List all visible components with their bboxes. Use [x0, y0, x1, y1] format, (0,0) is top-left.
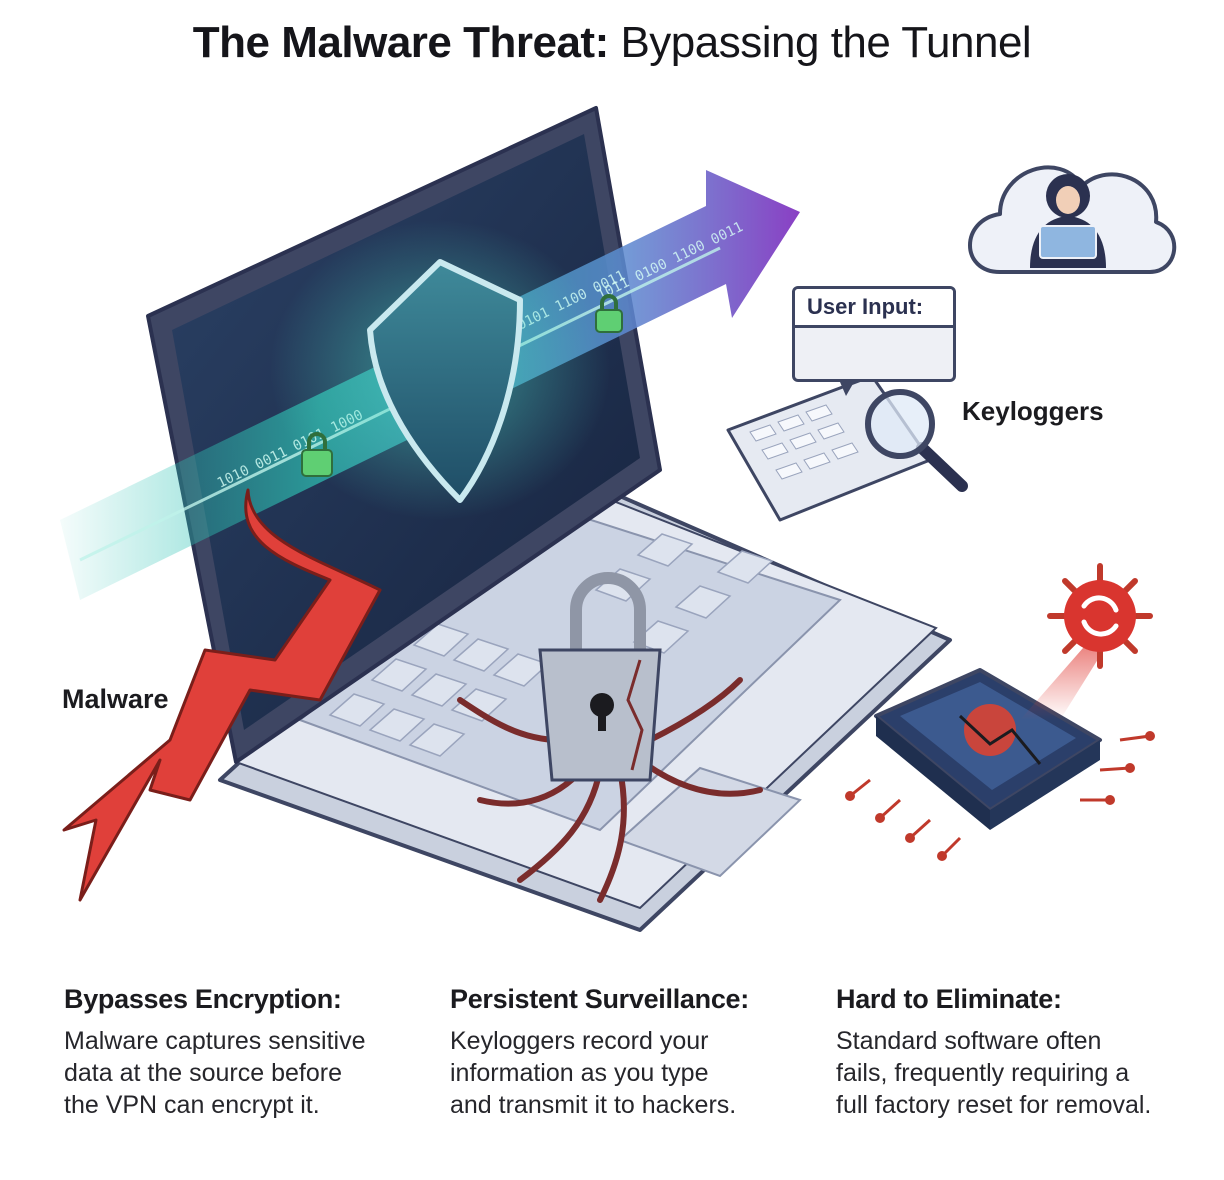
page-title: The Malware Threat: Bypassing the Tunnel — [192, 18, 1032, 67]
column-text: Keyloggers record your information as yo… — [450, 1027, 737, 1119]
padlock-icon — [301, 432, 333, 477]
column-heading: Hard to Eliminate: — [836, 984, 1062, 1014]
hacker-cloud-icon — [968, 165, 1177, 274]
broken-padlock-icon — [457, 572, 763, 903]
magnifier-icon — [840, 382, 968, 492]
virus-icon — [1020, 563, 1153, 720]
malware-arrow — [62, 488, 382, 902]
column-heading: Bypasses Encryption: — [64, 984, 342, 1014]
column-text: Malware captures sensitive data at the s… — [64, 1027, 366, 1119]
keyloggers-label: Keyloggers — [962, 396, 1104, 426]
user-input-field: User Input: — [792, 286, 956, 382]
column-text: Standard software often fails, frequentl… — [836, 1027, 1152, 1119]
shield-icon — [270, 220, 610, 520]
column-hard-to-eliminate: Hard to Eliminate: Standard software oft… — [836, 984, 1196, 1121]
column-bypasses-encryption: Bypasses Encryption: Malware captures se… — [64, 984, 424, 1121]
chip-icon — [845, 668, 1155, 861]
illustration: 1010 0011 0101 1000 0101 1100 0011 1011 … — [60, 106, 1177, 932]
user-input-label: User Input: — [795, 289, 953, 328]
column-heading: Persistent Surveillance: — [450, 984, 749, 1014]
malware-label: Malware — [62, 684, 169, 714]
column-persistent-surveillance: Persistent Surveillance: Keyloggers reco… — [450, 984, 810, 1121]
padlock-icon — [595, 294, 623, 333]
